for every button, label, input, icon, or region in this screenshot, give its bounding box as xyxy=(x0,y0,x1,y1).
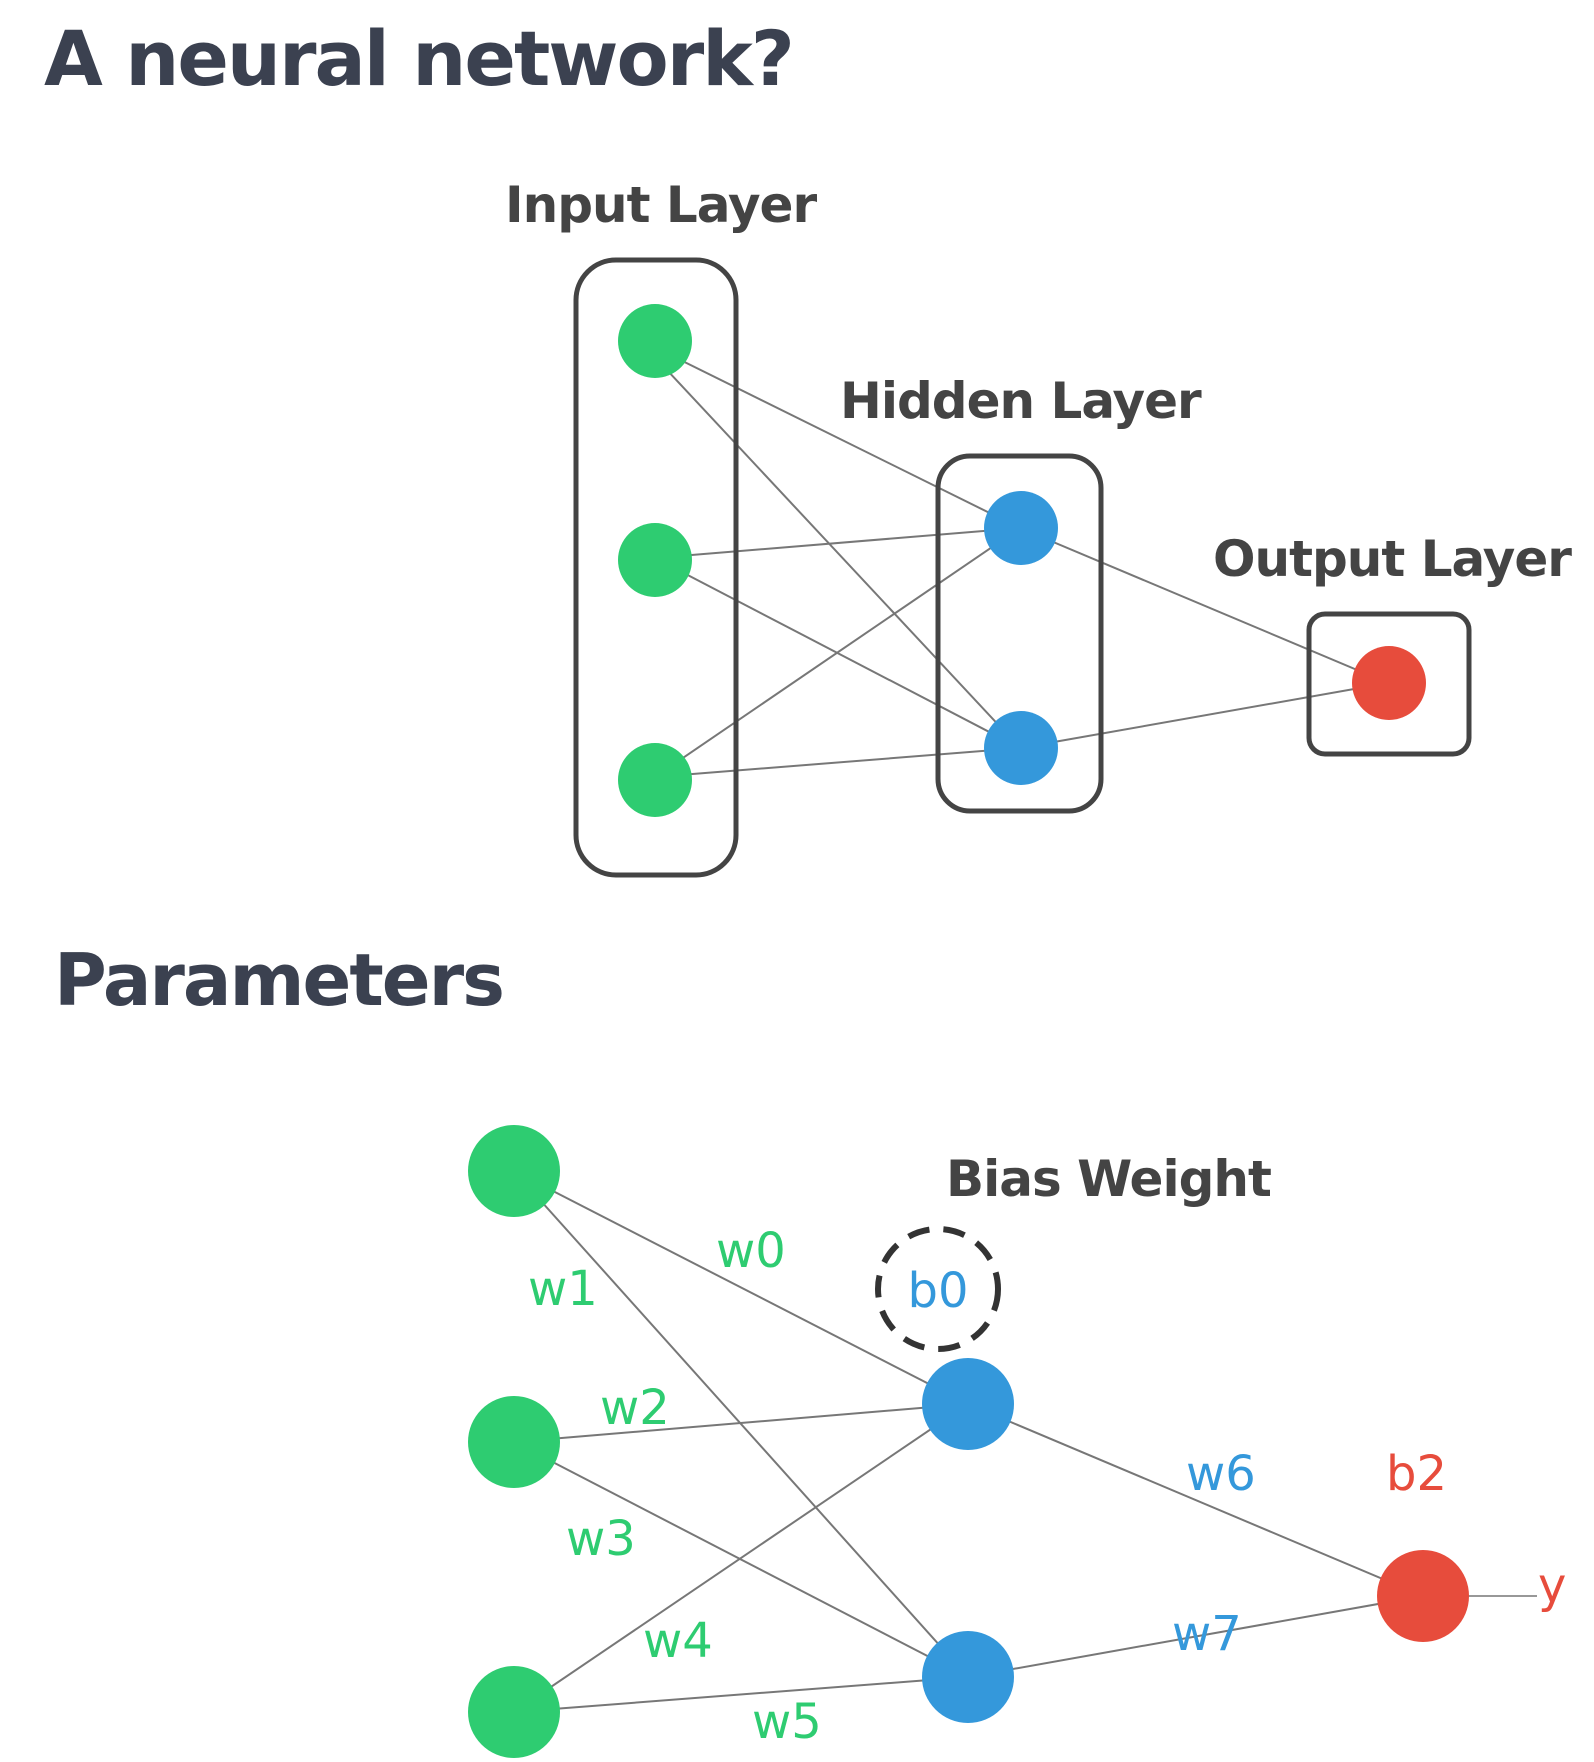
input-layer-label: Input Layer xyxy=(505,176,817,234)
parameters-heading: Parameters xyxy=(54,938,505,1022)
bias-b0-dashed-circle xyxy=(875,1226,1001,1352)
edge-i3-h1 xyxy=(654,527,1021,778)
weight-w4-label: w4 xyxy=(643,1613,713,1669)
edge-i1-h1 xyxy=(637,338,1021,529)
edge-i3-h2 xyxy=(654,747,1021,778)
bias-weight-label: Bias Weight xyxy=(946,1150,1271,1208)
page-title: A neural network? xyxy=(44,14,795,103)
weight-w0-label: w0 xyxy=(716,1223,786,1279)
hidden-node-2 xyxy=(984,711,1058,785)
hidden-node-1 xyxy=(984,491,1058,565)
edge-h2-o1 xyxy=(1019,682,1389,749)
weight-w3-label: w3 xyxy=(566,1511,636,1567)
input-node-2 xyxy=(618,523,692,597)
bias-b0-label: b0 xyxy=(907,1263,968,1319)
hidden-layer-box xyxy=(935,453,1104,814)
output-layer-label: Output Layer xyxy=(1213,530,1572,588)
hidden-layer-label: Hidden Layer xyxy=(840,372,1202,430)
param-input-node-3 xyxy=(468,1666,560,1758)
weight-w6-label: w6 xyxy=(1186,1446,1256,1502)
edge-w4 xyxy=(513,1403,969,1713)
weight-w2-label: w2 xyxy=(600,1380,670,1436)
edge-i2-h1 xyxy=(654,527,1021,559)
weight-w7-label: w7 xyxy=(1172,1606,1242,1662)
input-node-3 xyxy=(618,743,692,817)
edge-w3 xyxy=(513,1441,969,1678)
input-node-1 xyxy=(618,304,692,378)
param-input-node-1 xyxy=(468,1125,560,1217)
weight-w5-label: w5 xyxy=(752,1694,822,1750)
output-y-label: y xyxy=(1538,1558,1566,1614)
param-hidden-node-2 xyxy=(922,1631,1014,1723)
output-node xyxy=(1352,646,1426,720)
edge-w5 xyxy=(513,1676,969,1713)
edge-h1-o1 xyxy=(1019,527,1389,684)
param-hidden-node-1 xyxy=(922,1358,1014,1450)
edge-w2 xyxy=(513,1403,969,1443)
param-output-node xyxy=(1377,1550,1469,1642)
bias-b2-label: b2 xyxy=(1386,1446,1447,1502)
layer-connections xyxy=(637,338,1389,778)
output-layer-box xyxy=(1306,611,1472,757)
diagram-layers: Input Layer Hidden Layer Output Layer xyxy=(505,176,1573,878)
diagram-parameters: Bias Weight b0 b2 y w0 w1 w2 w3 w4 w5 w6… xyxy=(468,1125,1566,1758)
edge-w0 xyxy=(513,1170,969,1405)
input-layer-box xyxy=(573,257,739,878)
weight-w1-label: w1 xyxy=(528,1261,598,1317)
edge-w7 xyxy=(967,1595,1424,1678)
edge-w6 xyxy=(967,1403,1424,1597)
param-input-node-2 xyxy=(468,1396,560,1488)
parameter-connections xyxy=(513,1170,1537,1713)
